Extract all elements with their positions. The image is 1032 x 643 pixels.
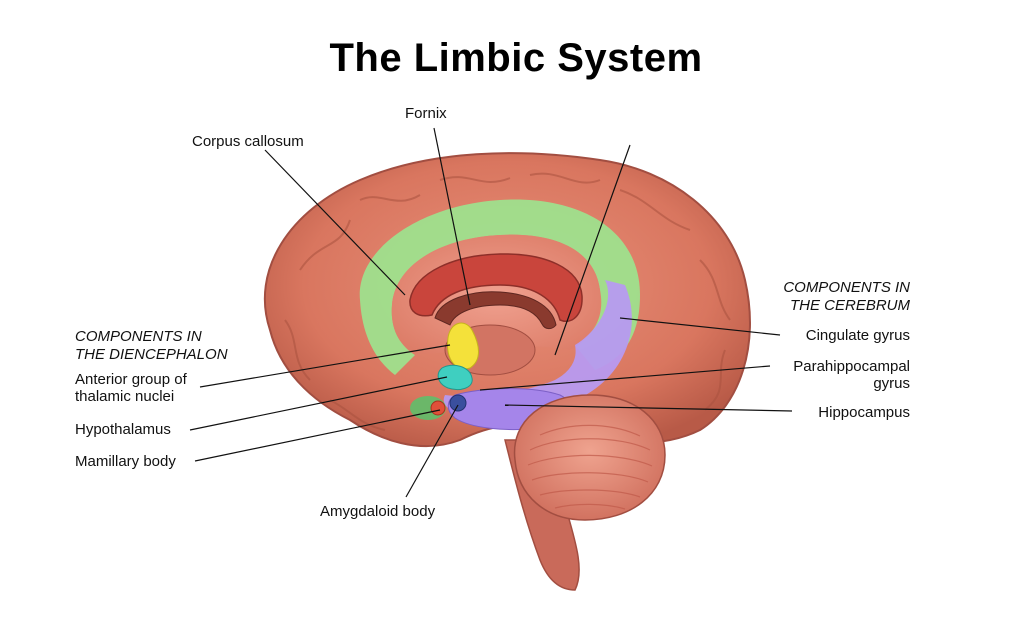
fornix-shape [434,291,557,330]
gyri-texture [284,172,731,431]
label-hippocampus: Hippocampus [818,404,910,421]
amygdaloid-body-shape [449,394,467,412]
label-fornix: Fornix [405,105,447,122]
page-title: The Limbic System [329,36,703,80]
label-amygdaloid-body: Amygdaloid body [320,503,436,520]
parahippocampal-gyrus-shape [443,280,632,417]
label-corpus-callosum: Corpus callosum [192,133,304,150]
mamillary-body-shape [430,400,446,416]
corpus-callosum-shape [409,253,583,322]
label-hypothalamus: Hypothalamus [75,421,171,438]
label-anterior-thalamic-nuclei: Anterior group of thalamic nuclei [75,371,187,405]
label-parahippocampal-gyrus: Parahippocampal gyrus [793,358,910,392]
label-cingulate-gyrus: Cingulate gyrus [805,327,910,344]
section-cerebrum: COMPONENTS IN THE CEREBRUM [783,279,910,314]
section-diencephalon: COMPONENTS IN THE DIENCEPHALON [75,328,228,363]
cerebellum [513,394,666,521]
leader-lines [189,127,793,498]
anterior-thalamic-nuclei-shape [447,322,479,370]
cerebellum-folia [527,424,653,510]
cingulate-gyrus-shape [359,199,640,375]
label-mamillary-body: Mamillary body [75,453,176,470]
